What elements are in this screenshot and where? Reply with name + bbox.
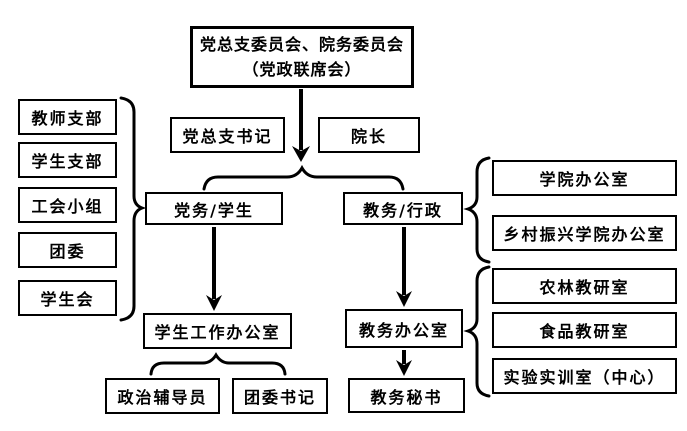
node-union-group: 工会小组 (18, 187, 117, 223)
node-academic-affairs-office: 教务办公室 (345, 309, 463, 348)
right-bottom-group-brace (463, 265, 491, 398)
arrowhead-party-to-student-office (206, 295, 222, 311)
node-agro-forestry-teaching-office: 农林教研室 (492, 268, 677, 304)
node-student-affairs-office: 学生工作办公室 (143, 313, 292, 349)
node-top-committee-line1: 党总支委员会、院务委员会 (199, 35, 404, 54)
node-league-committee: 团委 (18, 232, 117, 268)
split-brace (202, 164, 405, 191)
node-top-committee: 党总支委员会、院务委员会 （党政联席会） (190, 26, 414, 88)
node-lab-training-center: 实验实训室（中心） (492, 358, 677, 394)
node-academic-admin: 教务/行政 (343, 192, 463, 225)
node-rural-revitalization-office: 乡村振兴学院办公室 (492, 215, 677, 251)
node-political-counselor: 政治辅导员 (105, 378, 220, 414)
node-teacher-branch: 教师支部 (18, 99, 117, 135)
node-academic-secretary: 教务秘书 (348, 378, 465, 413)
left-group-brace (119, 96, 147, 322)
right-top-group-brace (463, 156, 491, 264)
node-student-branch: 学生支部 (18, 142, 117, 178)
node-dean: 院长 (318, 117, 420, 153)
arrowhead-top-to-split (292, 146, 310, 162)
node-student-union: 学生会 (18, 280, 117, 316)
arrowhead-office-to-secretary (396, 360, 412, 376)
node-top-committee-line2: （党政联席会） (242, 60, 362, 79)
node-party-student: 党务/学生 (145, 192, 283, 225)
node-college-office: 学院办公室 (492, 160, 677, 196)
node-league-committee-secretary: 团委书记 (232, 378, 328, 414)
node-food-teaching-office: 食品教研室 (492, 312, 677, 348)
student-office-split-brace (149, 352, 287, 376)
node-party-branch-secretary: 党总支书记 (170, 117, 285, 153)
arrowhead-admin-to-academic-office (396, 291, 412, 307)
